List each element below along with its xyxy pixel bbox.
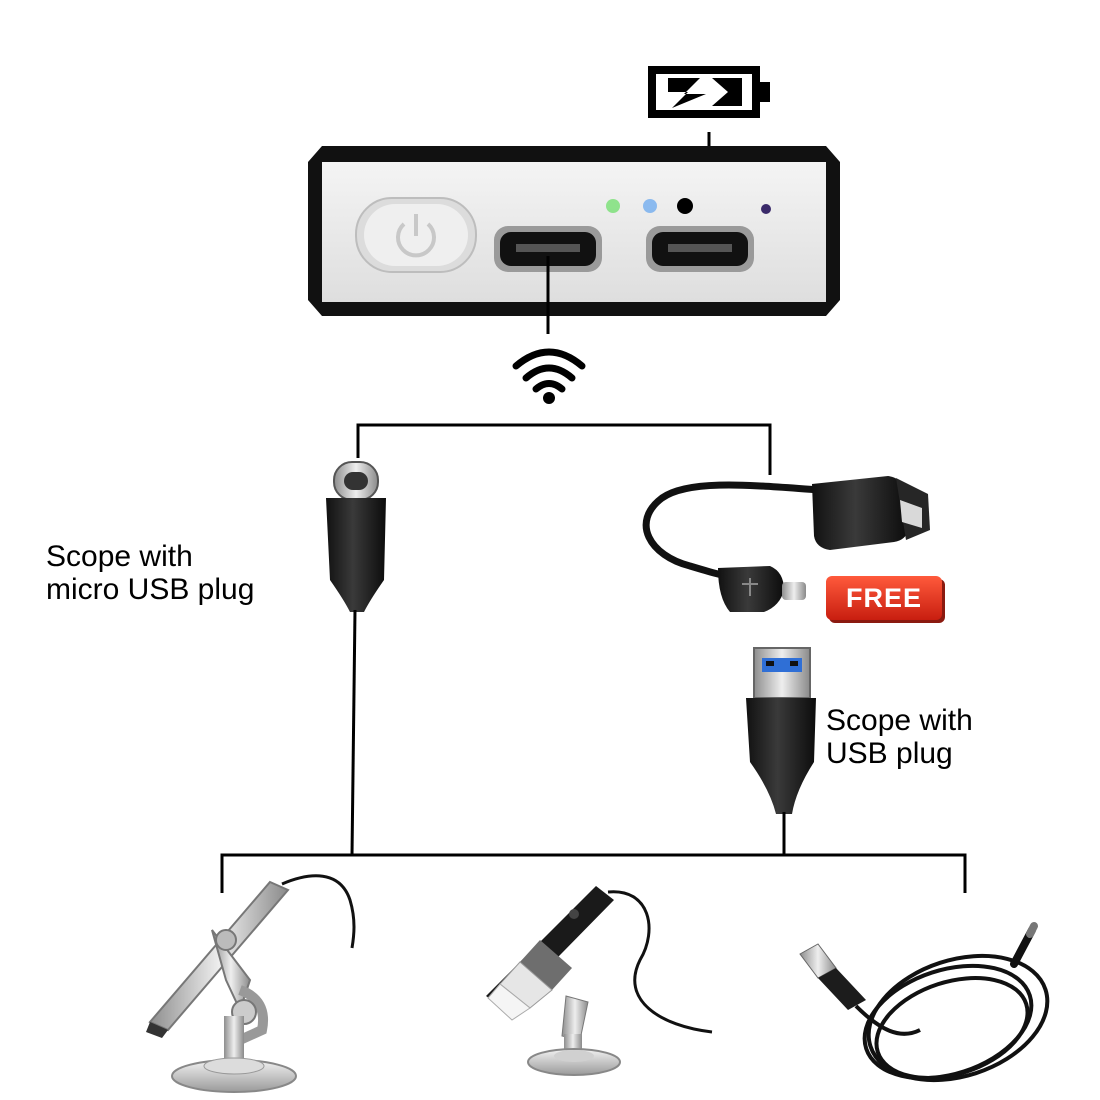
label-usb-scope-line1: Scope with (826, 704, 973, 737)
label-usb-scope-line2: USB plug (826, 737, 953, 770)
label-usb-scope: Scope with USB plug (826, 704, 973, 770)
wifi-icon (512, 348, 586, 404)
usb-a-plug (746, 647, 816, 814)
lower-branch-lines (220, 853, 967, 893)
usb-c-plug (326, 461, 386, 612)
label-micro-usb-scope: Scope with micro USB plug (46, 540, 254, 606)
micro-usb-cable (350, 609, 357, 856)
battery-charging-icon (648, 66, 770, 118)
handheld-digital-microscope (486, 886, 713, 1076)
power-button-icon (355, 197, 477, 273)
led-blue (643, 199, 657, 213)
free-badge-text: FREE (846, 583, 922, 613)
label-micro-usb-scope-line2: micro USB plug (46, 573, 255, 606)
upper-branch-lines (356, 423, 772, 475)
led-green (606, 199, 620, 213)
free-badge: FREE (826, 576, 945, 623)
usb-endoscope-coil (799, 922, 1050, 1083)
led-purple (761, 204, 771, 214)
led-black (677, 198, 693, 214)
otg-adapter-cable (642, 476, 930, 612)
micro-usb-port-right (646, 226, 754, 272)
pen-microscope-on-stand (146, 874, 356, 1093)
micro-usb-port-left (494, 226, 602, 272)
wifi-box-device (308, 146, 840, 316)
label-micro-usb-scope-line1: Scope with (46, 540, 193, 573)
